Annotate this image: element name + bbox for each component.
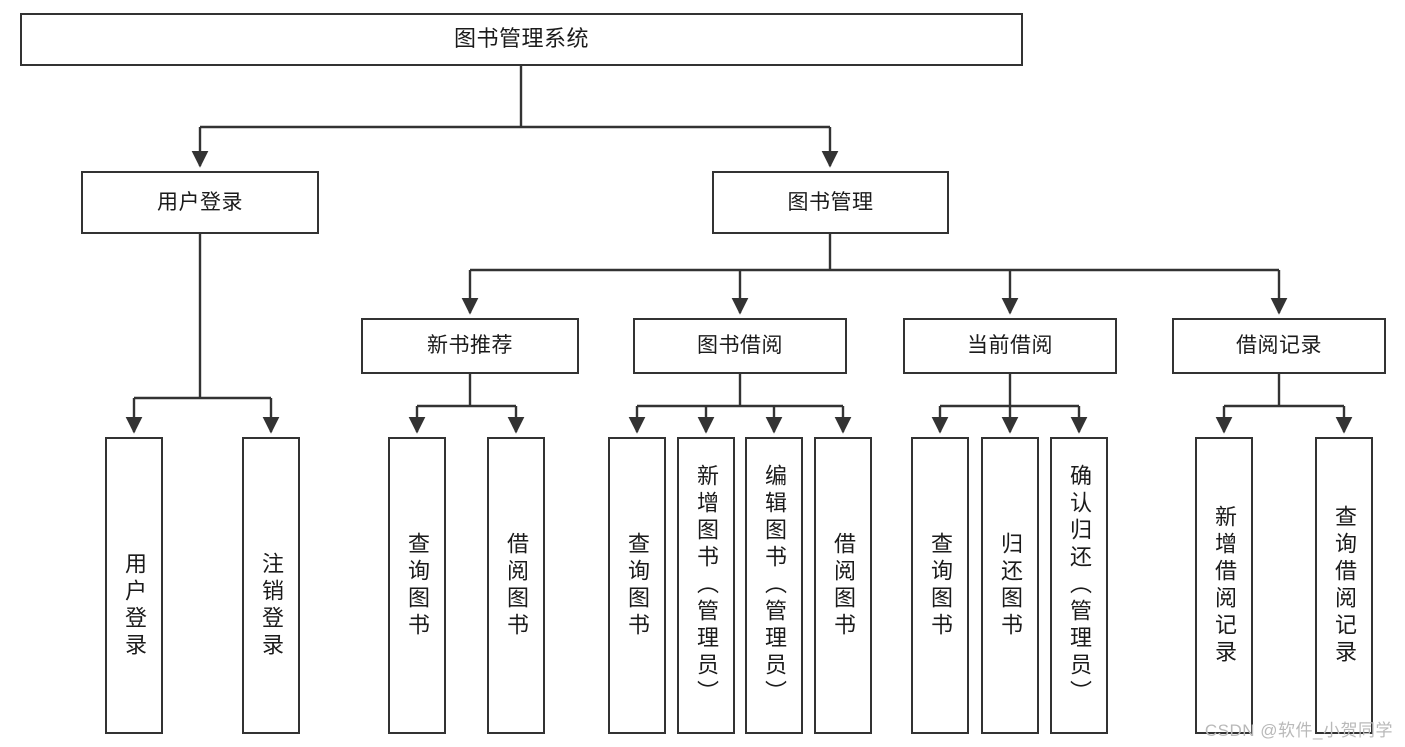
leaf-query-book-borrow[interactable]: 查询图书: [608, 437, 666, 734]
leaf-query-book-current-label: 查询图书: [928, 531, 953, 640]
leaf-query-book-current[interactable]: 查询图书: [911, 437, 969, 734]
node-borrow-record-label: 借阅记录: [1236, 334, 1322, 358]
leaf-add-book-admin[interactable]: 新增图书（管理员）: [677, 437, 735, 734]
leaf-query-borrow-record[interactable]: 查询借阅记录: [1315, 437, 1373, 734]
node-current-borrow[interactable]: 当前借阅: [903, 318, 1117, 374]
csdn-watermark: CSDN @软件_小贺同学: [1204, 721, 1393, 740]
leaf-query-book-new[interactable]: 查询图书: [388, 437, 446, 734]
node-new-book-recommend[interactable]: 新书推荐: [361, 318, 579, 374]
node-book-manage-label: 图书管理: [787, 190, 874, 214]
node-book-borrow[interactable]: 图书借阅: [633, 318, 847, 374]
leaf-user-login[interactable]: 用户登录: [105, 437, 163, 734]
leaf-return-book-label: 归还图书: [998, 531, 1023, 640]
leaf-edit-book-admin[interactable]: 编辑图书（管理员）: [745, 437, 803, 734]
leaf-confirm-return-admin-label: 确认归还（管理员）: [1067, 464, 1092, 707]
leaf-add-borrow-record-label: 新增借阅记录: [1212, 504, 1237, 667]
node-new-book-recommend-label: 新书推荐: [427, 334, 513, 358]
leaf-add-borrow-record[interactable]: 新增借阅记录: [1195, 437, 1253, 734]
node-root-label: 图书管理系统: [453, 26, 589, 52]
node-user-login-label: 用户登录: [157, 190, 243, 214]
leaf-query-borrow-record-label: 查询借阅记录: [1332, 504, 1357, 667]
leaf-borrow-book-new[interactable]: 借阅图书: [487, 437, 545, 734]
leaf-logout[interactable]: 注销登录: [242, 437, 300, 734]
leaf-return-book[interactable]: 归还图书: [981, 437, 1039, 734]
node-book-manage[interactable]: 图书管理: [712, 171, 949, 234]
leaf-add-book-admin-label: 新增图书（管理员）: [694, 464, 719, 707]
leaf-borrow-book-new-label: 借阅图书: [504, 531, 529, 640]
leaf-confirm-return-admin[interactable]: 确认归还（管理员）: [1050, 437, 1108, 734]
node-book-borrow-label: 图书借阅: [697, 334, 783, 358]
leaf-edit-book-admin-label: 编辑图书（管理员）: [762, 464, 787, 707]
leaf-logout-label: 注销登录: [259, 552, 284, 660]
node-user-login[interactable]: 用户登录: [81, 171, 319, 234]
node-borrow-record[interactable]: 借阅记录: [1172, 318, 1386, 374]
leaf-query-book-borrow-label: 查询图书: [625, 531, 650, 640]
leaf-borrow-book-label: 借阅图书: [831, 531, 856, 640]
leaf-user-login-label: 用户登录: [122, 552, 147, 660]
node-root[interactable]: 图书管理系统: [20, 13, 1023, 66]
leaf-borrow-book[interactable]: 借阅图书: [814, 437, 872, 734]
leaf-query-book-new-label: 查询图书: [405, 531, 430, 640]
node-current-borrow-label: 当前借阅: [967, 334, 1053, 358]
